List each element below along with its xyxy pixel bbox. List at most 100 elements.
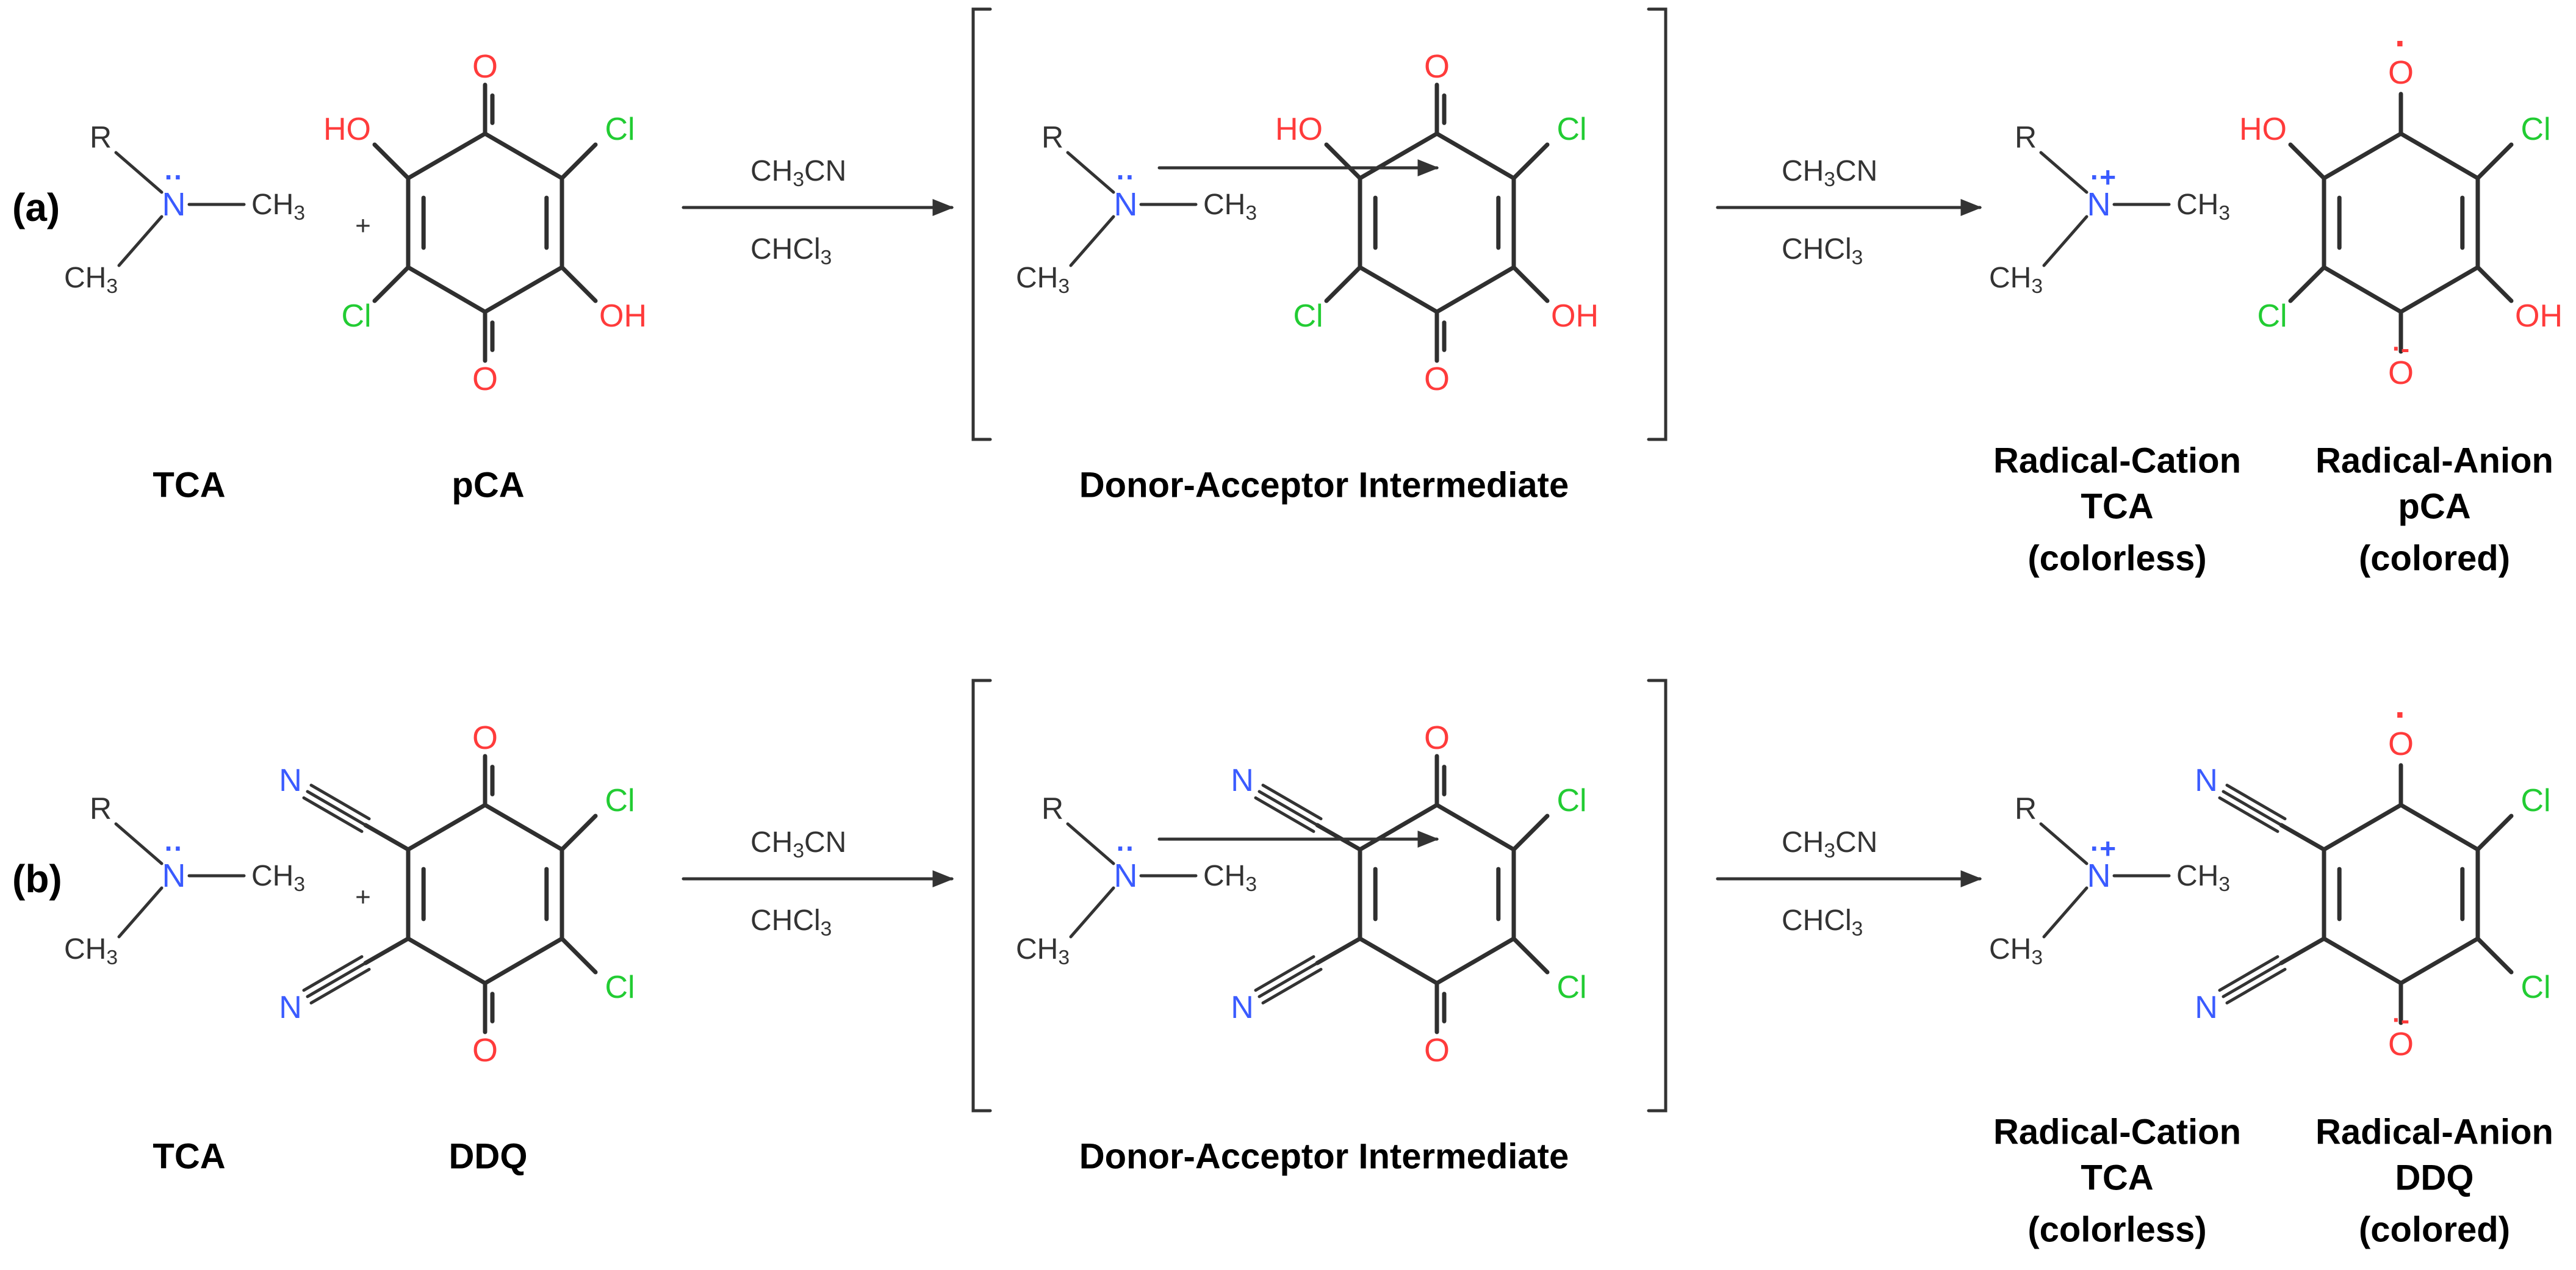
bracket-right <box>1647 7 1668 441</box>
c-cl-bond <box>1511 936 1550 975</box>
oxygen-atom: O <box>2388 726 2414 762</box>
ring-bond <box>483 265 564 314</box>
ring-bond <box>2398 936 2480 986</box>
formula-subscript: 3 <box>793 840 804 862</box>
ring-bond <box>1358 265 1439 314</box>
lone-pair-mark: ·· <box>1117 832 1135 864</box>
formula-subscript: 3 <box>1824 840 1835 862</box>
ring-bond <box>1358 131 1439 181</box>
oxygen-atom: O <box>2388 1026 2414 1063</box>
triple-bond <box>302 955 364 992</box>
radical-cation-mark: ·+ <box>2090 832 2116 864</box>
formula-subscript: 3 <box>293 873 305 896</box>
methyl-label: CH3 <box>1203 860 1257 896</box>
solvent-label: CH3CN <box>1782 826 1877 862</box>
oxygen-atom: O <box>1424 48 1450 85</box>
r-group-label: R <box>2015 120 2037 154</box>
formula-subscript: 3 <box>821 918 832 940</box>
oxygen-atom: O <box>472 1032 498 1069</box>
triple-bond <box>2222 961 2283 998</box>
formula-main: CH <box>64 262 106 294</box>
n-methyl-bond <box>117 215 164 267</box>
anion-caption-name: DDQ <box>2395 1158 2474 1198</box>
intermediate-caption: Donor-Acceptor Intermediate <box>1079 466 1569 505</box>
hydroxyl-group: OH <box>1551 298 1599 334</box>
formula-main: CH <box>750 826 793 859</box>
donor-caption: TCA <box>153 1137 225 1177</box>
oxygen-atom: O <box>472 720 498 756</box>
r-group-label: R <box>90 120 112 154</box>
methyl-label: CH3 <box>1016 933 1070 969</box>
formula-main: CH <box>251 860 293 892</box>
triple-bond <box>302 796 364 833</box>
chlorine-atom: Cl <box>1293 298 1323 334</box>
c-cn-bond <box>1315 823 1362 852</box>
triple-bond <box>1254 796 1315 833</box>
r-group-label: R <box>1042 792 1063 826</box>
ring-bond <box>483 131 564 181</box>
r-group-label: R <box>2015 792 2037 826</box>
anion-caption-note: (colored) <box>2359 1210 2510 1250</box>
formula-subscript: 3 <box>293 202 305 225</box>
n-methyl-bond <box>1069 215 1115 267</box>
c-cl-bond <box>372 265 411 303</box>
oxygen-atom: O <box>472 48 498 85</box>
n-methyl-bond <box>2042 215 2089 267</box>
reaction-row-b: (b)RN··CH3CH3+OOClClNNCH3CNCHCl3OOClClNN… <box>12 679 2553 1250</box>
cation-caption-note: (colorless) <box>2027 1210 2206 1250</box>
ring-bond <box>2322 265 2403 314</box>
formula-tail: CN <box>1835 155 1877 187</box>
bracket-left <box>971 7 992 441</box>
radical-cation-mark: ·+ <box>2090 161 2116 193</box>
solvent-label: CHCl3 <box>1782 233 1863 269</box>
solvent-label: CHCl3 <box>1782 904 1863 940</box>
nitrile-nitrogen: N <box>279 763 302 798</box>
cation-caption-name: TCA <box>2081 487 2153 527</box>
ring-bond <box>1434 131 1516 181</box>
n-methyl-bond <box>1069 886 1115 939</box>
ring-bond <box>483 936 564 986</box>
c-cn-bond <box>1315 936 1362 965</box>
n-r-bond <box>1066 822 1115 865</box>
ring-bond <box>2322 131 2403 181</box>
nitrogen-atom: N <box>1114 857 1138 894</box>
methyl-label: CH3 <box>1016 262 1070 298</box>
formula-main: CH <box>750 155 793 187</box>
c-cl-bond <box>2288 265 2326 303</box>
cation-caption-note: (colorless) <box>2027 539 2206 579</box>
formula-main: CH <box>1203 860 1245 892</box>
methyl-label: CH3 <box>2176 860 2230 896</box>
formula-main: CH <box>1016 262 1058 294</box>
c-cl-bond <box>1511 814 1550 852</box>
formula-subscript: 3 <box>106 947 118 969</box>
chlorine-atom: Cl <box>341 298 371 334</box>
nitrile-nitrogen: N <box>2195 763 2218 798</box>
triple-bond <box>1257 790 1319 827</box>
cation-caption-name: TCA <box>2081 1158 2153 1198</box>
oxygen-atom: O <box>1424 1032 1450 1069</box>
nitrile-nitrogen: N <box>1231 990 1254 1025</box>
ring-bond <box>2322 936 2403 986</box>
formula-subscript: 3 <box>1824 168 1835 191</box>
anion-caption-title: Radical-Anion <box>2315 1113 2553 1152</box>
triple-bond <box>1254 955 1315 992</box>
ring-bond <box>1358 803 1439 852</box>
ring-bond <box>406 265 487 314</box>
nitrogen-atom: N <box>162 857 186 894</box>
formula-subscript: 3 <box>106 275 118 298</box>
chlorine-atom: Cl <box>2520 970 2550 1005</box>
c-cl-bond <box>559 265 598 303</box>
triple-bond <box>1261 784 1323 821</box>
triple-bond <box>2225 784 2287 821</box>
n-r-bond <box>2039 822 2089 865</box>
formula-subscript: 3 <box>1058 275 1070 298</box>
methyl-label: CH3 <box>251 189 305 225</box>
r-group-label: R <box>1042 120 1063 154</box>
hydroxyl-group: HO <box>323 112 371 147</box>
n-methyl-bond <box>2042 886 2089 939</box>
formula-main: CHCl <box>1782 904 1852 937</box>
n-r-bond <box>2039 151 2089 194</box>
c-cl-bond <box>559 936 598 975</box>
chlorine-atom: Cl <box>2257 298 2287 334</box>
triple-bond <box>2218 955 2279 992</box>
